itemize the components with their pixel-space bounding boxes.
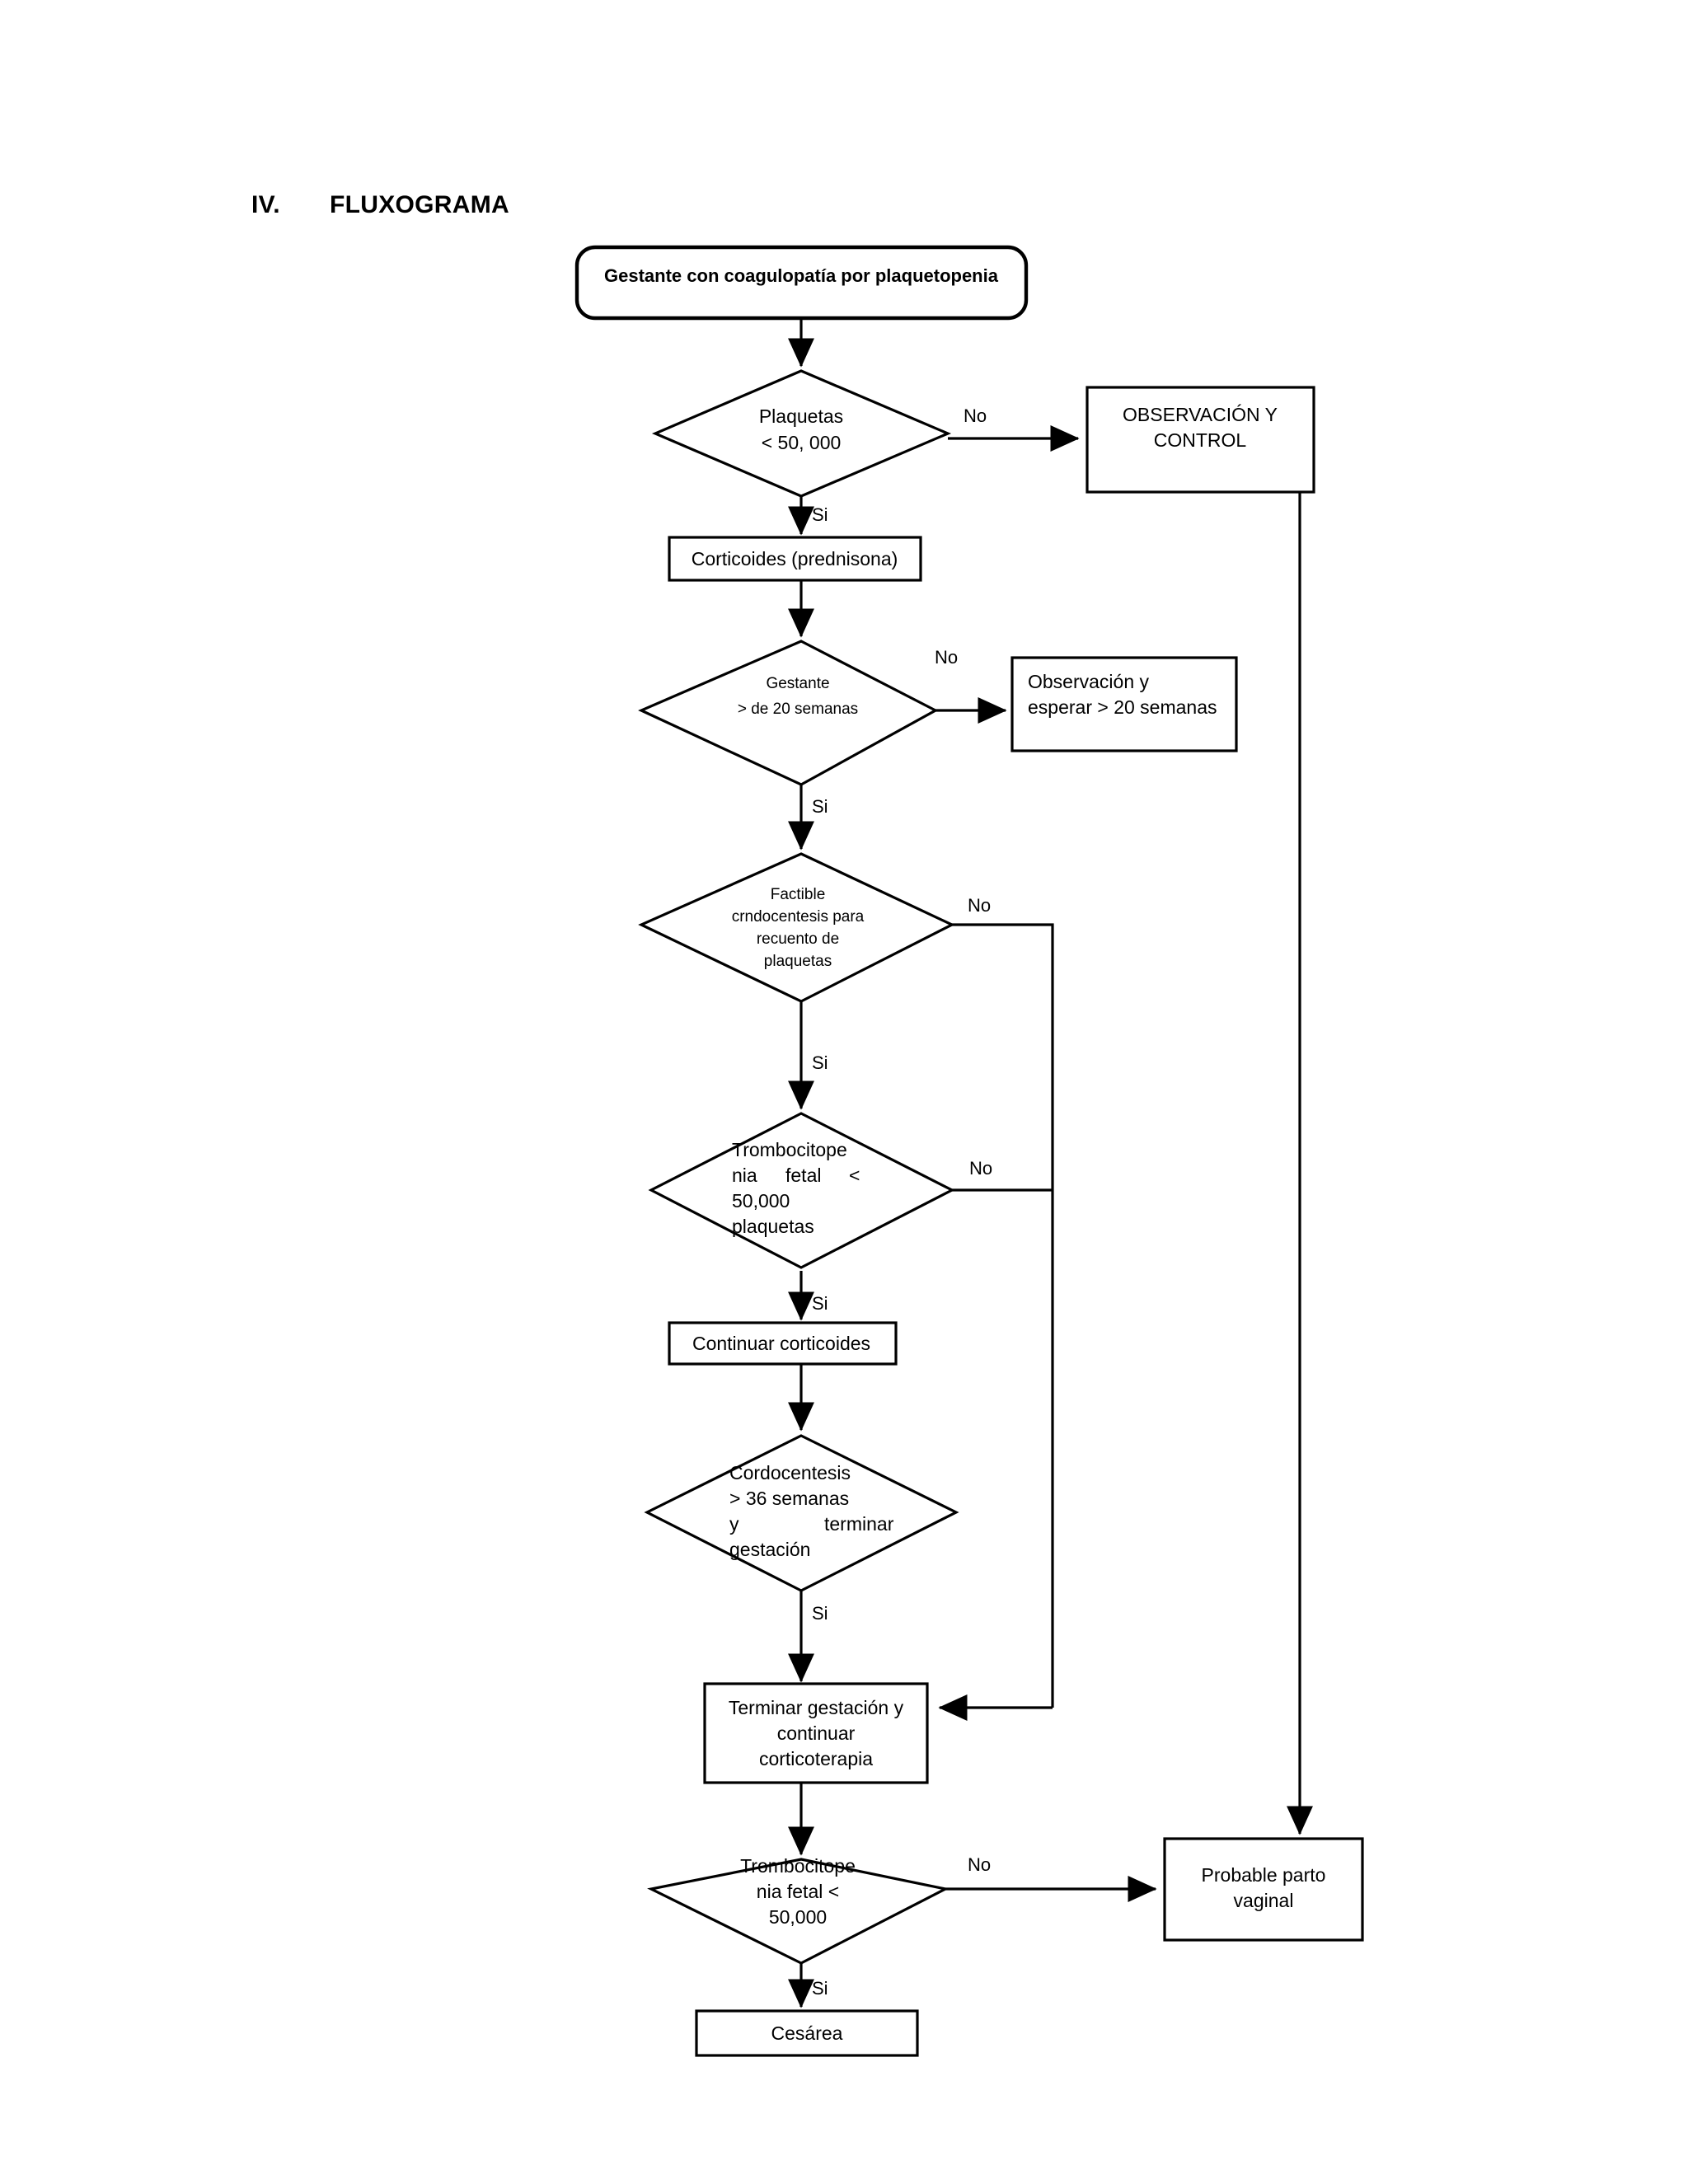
node-terminar-gestacion: [703, 1682, 929, 1784]
node-decision-factible-line1: Factible: [771, 886, 826, 903]
edge-label-no-3: No: [968, 895, 991, 916]
node-start-gestante-label: Gestante con coagulopatía por plaquetope…: [604, 265, 999, 286]
edge-label-si-2: Si: [812, 796, 828, 817]
node-decision-trombocitopenia-2-line1: Trombocitope: [740, 1855, 856, 1877]
node-decision-cordocentesis-line1: Cordocentesis: [729, 1462, 851, 1483]
node-decision-gestante-20-line1: Gestante: [766, 675, 829, 692]
node-probable-parto-vaginal: [1163, 1837, 1364, 1942]
node-decision-factible-line4: plaquetas: [764, 953, 832, 970]
node-decision-trombocitopenia-fetal: [648, 1112, 955, 1269]
node-decision-plaquetas-line2: < 50, 000: [762, 432, 842, 453]
page-title: IV. FLUXOGRAMA: [251, 191, 509, 219]
node-terminar-gestacion-line3: corticoterapia: [759, 1748, 873, 1769]
node-decision-trombocitopenia-line4: plaquetas: [732, 1216, 814, 1237]
node-cesarea-label: Cesárea: [771, 2022, 843, 2044]
node-decision-trombocitopenia-2-line2: nia fetal <: [757, 1881, 839, 1902]
edge-label-si-5: Si: [812, 1603, 828, 1624]
node-start-gestante: [574, 245, 1029, 321]
node-cesarea: [695, 2009, 919, 2057]
node-observacion-esperar-line2: esperar > 20 semanas: [1028, 696, 1217, 718]
edge-label-si-6: Si: [812, 1978, 828, 1999]
node-decision-cordocentesis-line4: gestación: [729, 1539, 810, 1560]
edge-label-no-4: No: [969, 1158, 992, 1179]
node-corticoides-prednisona-label: Corticoides (prednisona): [692, 548, 898, 569]
section-title: FLUXOGRAMA: [330, 191, 509, 218]
edge-label-no-2: No: [935, 647, 958, 668]
node-decision-trombocitopenia-line3: 50,000: [732, 1190, 790, 1212]
node-decision-cordocentesis-36: [644, 1434, 959, 1592]
node-observacion-esperar-line1: Observación y: [1028, 671, 1150, 692]
node-decision-trombocitopenia-2-line3: 50,000: [769, 1906, 827, 1928]
node-observacion-control-line2: CONTROL: [1154, 429, 1247, 451]
node-terminar-gestacion-line2: continuar: [777, 1722, 856, 1744]
edge-label-no-5: No: [968, 1854, 991, 1875]
node-decision-trombocitopenia-line2c: <: [849, 1165, 860, 1186]
node-decision-trombocitopenia-fetal-2: [647, 1858, 950, 1965]
node-continuar-corticoides-label: Continuar corticoides: [692, 1333, 870, 1354]
node-continuar-corticoides: [668, 1321, 898, 1366]
node-probable-parto-vaginal-line2: vaginal: [1234, 1890, 1294, 1911]
node-observacion-esperar: [1010, 656, 1238, 752]
section-number: IV.: [251, 191, 280, 218]
node-decision-factible-line2: crndocentesis para: [732, 908, 865, 926]
edge-n7-trunk: [952, 923, 1054, 1708]
edge-label-no-1: No: [964, 405, 987, 426]
node-decision-trombocitopenia-line2a: nia: [732, 1165, 757, 1186]
node-decision-factible-line3: recuento de: [757, 930, 839, 948]
node-decision-cordocentesis-line3a: y: [729, 1513, 739, 1535]
node-observacion-control-line1: OBSERVACIÓN Y: [1123, 404, 1278, 425]
node-terminar-gestacion-line1: Terminar gestación y: [729, 1697, 904, 1718]
node-probable-parto-vaginal-line1: Probable parto: [1202, 1864, 1326, 1886]
node-corticoides-prednisona: [668, 536, 922, 582]
node-decision-cordocentesis-line2: > 36 semanas: [729, 1488, 849, 1509]
node-decision-plaquetas: [651, 369, 952, 498]
edge-label-si-3: Si: [812, 1052, 828, 1073]
node-decision-gestante-20-line2: > de 20 semanas: [738, 701, 858, 718]
node-decision-cordocentesis-line3b: terminar: [824, 1513, 894, 1535]
node-observacion-control: [1085, 386, 1315, 494]
edge-label-si-4: Si: [812, 1293, 828, 1314]
node-decision-trombocitopenia-line2b: fetal: [785, 1165, 821, 1186]
node-decision-trombocitopenia-line1: Trombocitope: [732, 1139, 847, 1160]
node-decision-factible-cordocentesis: [638, 852, 955, 1003]
node-decision-gestante-20-semanas: [638, 640, 939, 786]
edge-label-si-1: Si: [812, 504, 828, 525]
node-decision-plaquetas-line1: Plaquetas: [759, 405, 843, 427]
